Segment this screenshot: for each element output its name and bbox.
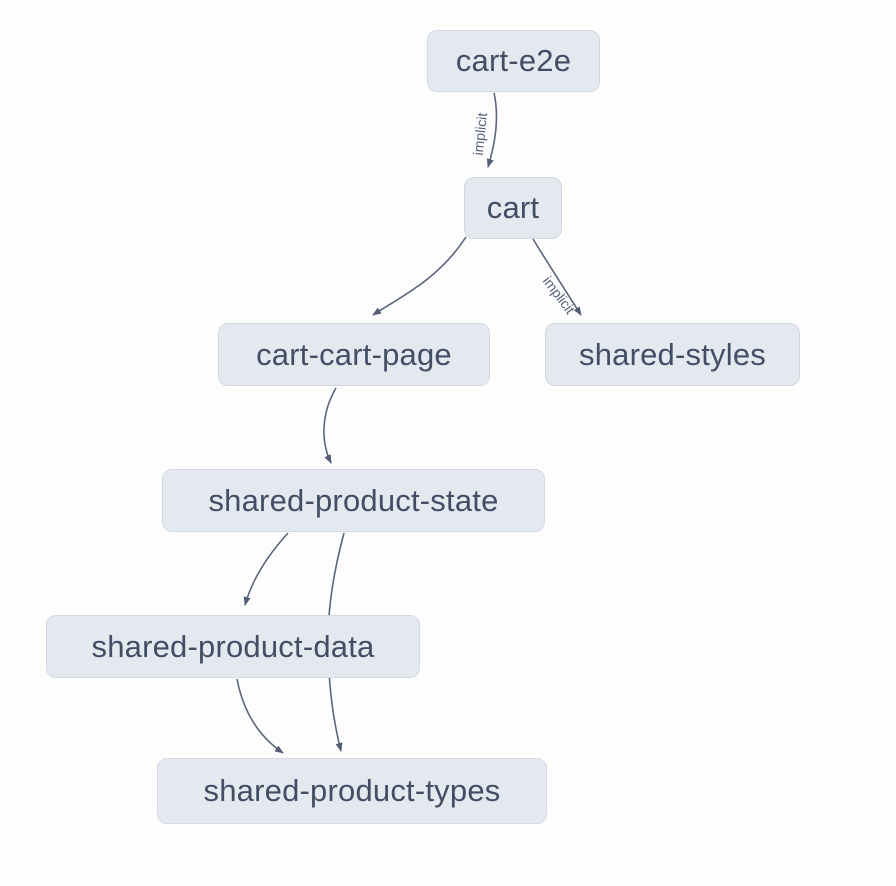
node-label: shared-product-types bbox=[203, 773, 501, 808]
node-label: cart bbox=[486, 190, 540, 225]
edge-cart-e2e-to-cart bbox=[486, 92, 498, 168]
node-label: shared-styles bbox=[579, 336, 766, 372]
node-cart[interactable]: cart bbox=[464, 177, 562, 239]
node-shared-product-data[interactable]: shared-product-data bbox=[46, 615, 420, 678]
node-label: cart-cart-page bbox=[256, 336, 452, 372]
edge-shared-product-state-to-shared-product-data bbox=[243, 532, 289, 606]
node-shared-product-types[interactable]: shared-product-types bbox=[157, 758, 547, 824]
node-cart-cart-page[interactable]: cart-cart-page bbox=[218, 323, 490, 386]
node-label: shared-product-state bbox=[208, 482, 499, 518]
edge-shared-product-data-to-shared-product-types bbox=[236, 678, 284, 754]
node-shared-product-state[interactable]: shared-product-state bbox=[162, 469, 545, 532]
node-label: cart-e2e bbox=[455, 43, 572, 78]
edge-cart-cart-page-to-shared-product-state bbox=[323, 387, 337, 464]
edge-cart-to-shared-styles bbox=[532, 238, 582, 316]
node-shared-styles[interactable]: shared-styles bbox=[545, 323, 800, 386]
node-cart-e2e[interactable]: cart-e2e bbox=[427, 30, 600, 92]
node-label: shared-product-data bbox=[91, 628, 375, 664]
edge-cart-to-cart-cart-page bbox=[372, 236, 467, 316]
